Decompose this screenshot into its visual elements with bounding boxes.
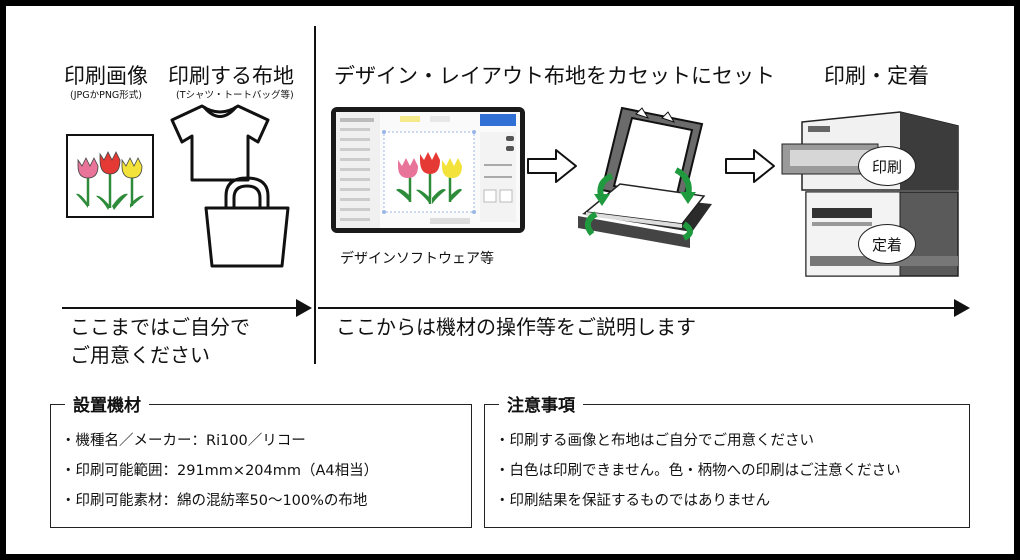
fix-step-label: 定着 xyxy=(858,224,916,264)
notes-box: 注意事項 ・印刷する画像と布地はご自分でご用意ください ・白色は印刷できません。… xyxy=(484,391,970,528)
tulip-image xyxy=(66,134,154,218)
design-caption: デザインソフトウェア等 xyxy=(340,251,494,267)
self-prep-note-1: ここまではご自分で xyxy=(70,315,250,339)
equipment-title: 設置機材 xyxy=(65,391,149,416)
step-arrow-icon xyxy=(725,149,775,183)
equipment-item: ・機種名／メーカー：Ri100／リコー xyxy=(61,433,306,449)
operation-line xyxy=(318,307,956,309)
design-title: デザイン・レイアウト xyxy=(334,64,544,88)
operation-arrowhead xyxy=(954,299,970,317)
image-subtitle: (JPGかPNG形式) xyxy=(70,90,143,101)
phase-divider xyxy=(314,26,316,364)
design-software-screen xyxy=(331,107,525,233)
self-prep-line xyxy=(62,307,298,309)
tshirt-icon xyxy=(170,104,270,182)
fabric-title: 印刷する布地 xyxy=(168,64,294,88)
print-step-label: 印刷 xyxy=(858,146,916,186)
cassette-icon xyxy=(578,106,712,248)
operation-note: ここからは機材の操作等をご説明します xyxy=(336,315,696,339)
equipment-item: ・印刷可能素材：綿の混紡率50～100%の布地 xyxy=(61,493,368,509)
cassette-title: 布地をカセットにセット xyxy=(544,64,775,88)
self-prep-arrowhead xyxy=(296,299,312,317)
notes-item: ・印刷結果を保証するものではありません xyxy=(495,493,771,509)
step-arrow-icon xyxy=(527,149,577,183)
equipment-item: ・印刷可能範囲：291mm×204mm（A4相当） xyxy=(61,463,379,479)
image-title: 印刷画像 xyxy=(64,64,148,88)
fabric-subtitle: (Tシャツ・トートバッグ等) xyxy=(176,90,294,101)
self-prep-note-2: ご用意ください xyxy=(70,343,210,367)
notes-item: ・印刷する画像と布地はご自分でご用意ください xyxy=(495,433,814,449)
print-title: 印刷・定着 xyxy=(824,64,929,88)
diagram-frame: 印刷画像 (JPGかPNG形式) 印刷する布地 (Tシャツ・トートバッグ等) デ… xyxy=(6,6,1014,554)
tote-bag-icon xyxy=(204,176,290,268)
equipment-box: 設置機材 ・機種名／メーカー：Ri100／リコー ・印刷可能範囲：291mm×2… xyxy=(50,391,472,528)
notes-title: 注意事項 xyxy=(499,391,583,416)
notes-item: ・白色は印刷できません。色・柄物への印刷はご注意ください xyxy=(495,463,901,479)
